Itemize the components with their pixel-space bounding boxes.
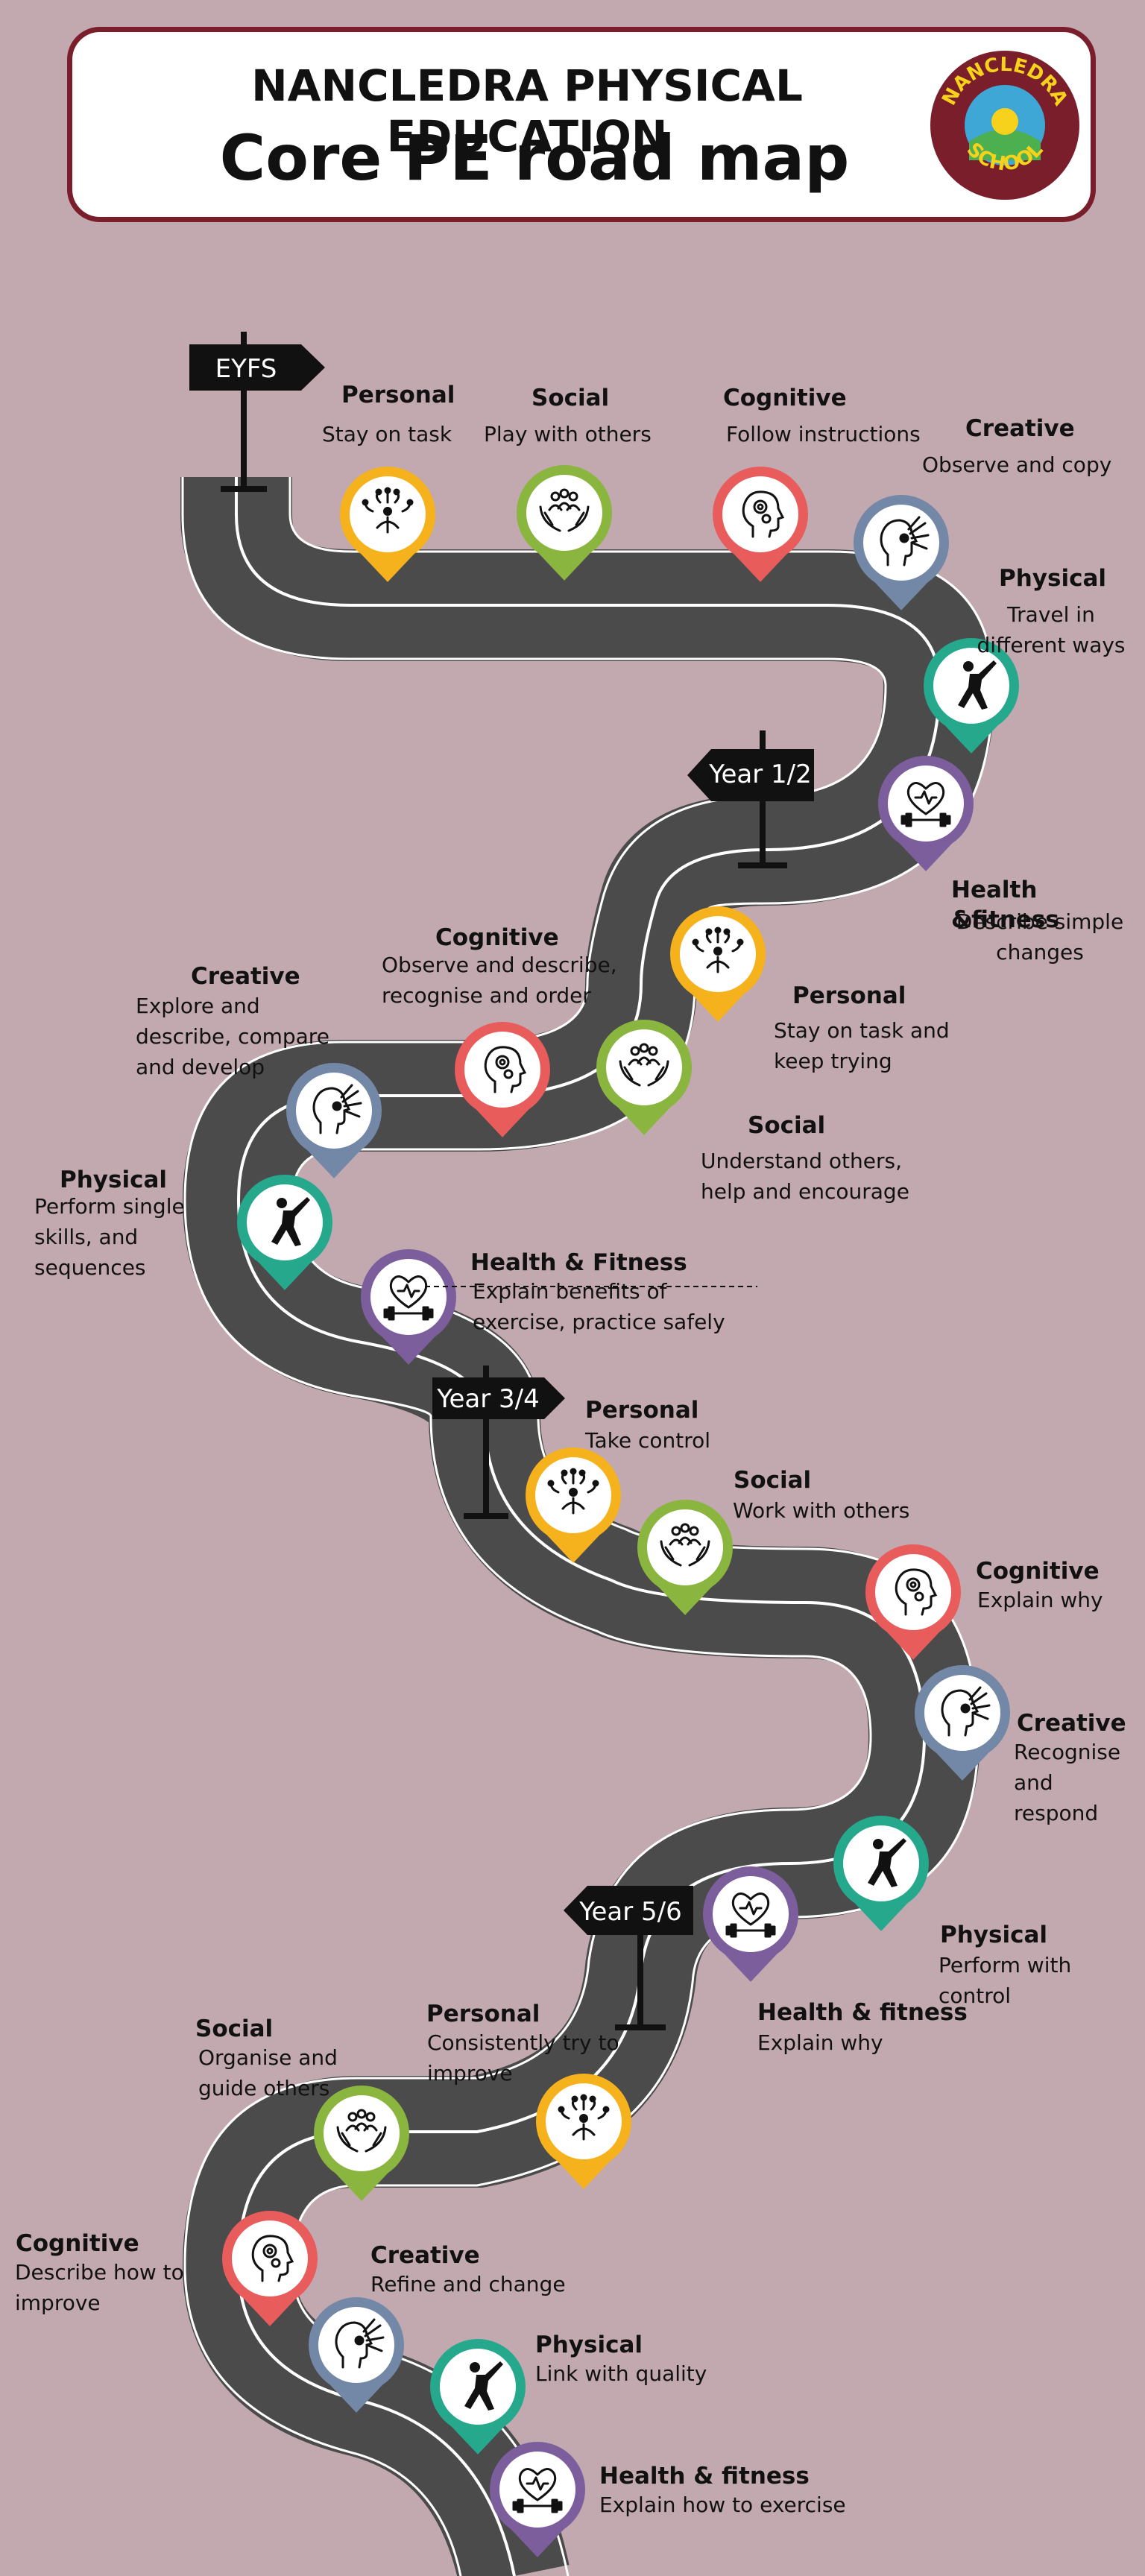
label-y56-personal: Personal xyxy=(426,2001,540,2027)
label-y34-personal: Personal xyxy=(585,1397,699,1424)
label-y12-physical-desc: Perform single skills, and sequences xyxy=(34,1194,185,1280)
label-y56-physical-desc: Link with quality xyxy=(535,2361,707,2386)
pin-y56-physical xyxy=(430,2339,526,2455)
sign-year-1-2-text: Year 1/2 xyxy=(708,760,812,789)
pin-y34-cognitive xyxy=(865,1544,961,1660)
label-y56-health-desc: Explain how to exercise xyxy=(599,2493,846,2517)
label-eyfs-personal: Personal xyxy=(341,382,455,408)
label-y12-health-desc: Explain benefits of exercise, practice s… xyxy=(473,1279,725,1334)
pin-y56-personal xyxy=(536,2074,631,2189)
pin-y56-social xyxy=(314,2086,409,2201)
pin-y34-creative xyxy=(915,1665,1010,1781)
pin-y12-physical xyxy=(237,1175,332,1290)
label-eyfs-creative-desc: Observe and copy xyxy=(922,452,1112,477)
label-y34-health: Health & fitness xyxy=(757,1999,968,2026)
pin-y34-social xyxy=(637,1500,733,1615)
pin-eyfs-social xyxy=(517,465,612,581)
label-y56-personal-desc: Consistently try to improve xyxy=(427,2030,619,2086)
sign-year-5-6: Year 5/6 xyxy=(564,1886,693,2030)
label-y34-physical-desc: Perform with control xyxy=(939,1953,1072,2008)
pin-y56-creative xyxy=(309,2297,404,2413)
pin-y12-health xyxy=(361,1249,456,1365)
label-y12-social-desc: Understand others, help and encourage xyxy=(701,1149,909,1204)
pin-y56-cognitive xyxy=(222,2211,318,2326)
label-y56-social-desc: Organise and guide others xyxy=(198,2045,338,2100)
sign-eyfs: EYFS xyxy=(189,332,325,492)
label-eyfs-cognitive: Cognitive xyxy=(723,385,847,411)
label-eyfs-creative: Creative xyxy=(965,415,1075,442)
page-title: NANCLEDRA PHYSICAL EDUCATION xyxy=(251,60,803,162)
pin-y34-physical xyxy=(833,1816,929,1931)
label-y34-health-desc: Explain why xyxy=(757,2030,883,2055)
sign-year-1-2: Year 1/2 xyxy=(687,730,814,868)
label-y12-physical: Physical xyxy=(60,1167,167,1193)
sign-eyfs-text: EYFS xyxy=(215,354,277,384)
label-y12-creative: Creative xyxy=(191,963,300,990)
label-eyfs-social: Social xyxy=(532,385,610,411)
label-y34-personal-desc: Take control xyxy=(585,1428,711,1453)
label-eyfs-social-desc: Play with others xyxy=(484,422,652,446)
label-y34-cognitive-desc: Explain why xyxy=(977,1588,1103,1612)
header-banner: NANCLEDRA PHYSICAL EDUCATION Core PE roa… xyxy=(67,27,1096,222)
pin-y12-social xyxy=(596,1020,692,1135)
label-y34-creative-desc: Recognise and respond xyxy=(1014,1740,1121,1825)
pin-y34-health xyxy=(703,1866,798,1982)
page-subtitle: Core PE road map xyxy=(219,121,850,195)
label-y56-cognitive-desc: Describe how to improve xyxy=(15,2260,184,2315)
pin-eyfs-personal xyxy=(340,467,435,582)
pin-y34-personal xyxy=(526,1448,621,1563)
label-y56-creative: Creative xyxy=(370,2242,480,2269)
label-y12-personal: Personal xyxy=(792,982,906,1009)
pin-eyfs-creative xyxy=(854,495,949,610)
label-y56-social: Social xyxy=(195,2015,274,2042)
label-eyfs-physical-desc: Travel in different ways xyxy=(977,602,1126,657)
pin-eyfs-physical xyxy=(924,638,1019,754)
pin-y56-health xyxy=(490,2442,585,2557)
label-y34-social: Social xyxy=(734,1467,812,1494)
pin-y12-personal xyxy=(670,906,766,1022)
label-eyfs-health-desc: Describe simple changes xyxy=(956,909,1124,965)
pin-eyfs-health xyxy=(878,756,974,871)
label-eyfs-personal-desc: Stay on task xyxy=(322,422,452,446)
label-eyfs-physical: Physical xyxy=(999,565,1106,592)
label-y34-cognitive: Cognitive xyxy=(976,1558,1100,1585)
label-y12-cognitive: Cognitive xyxy=(435,924,559,951)
pin-y12-creative xyxy=(286,1063,382,1178)
sign-year-5-6-text: Year 5/6 xyxy=(578,1897,682,1927)
label-y34-physical: Physical xyxy=(940,1922,1047,1948)
label-y34-social-desc: Work with others xyxy=(733,1498,910,1523)
label-y56-physical: Physical xyxy=(535,2332,643,2358)
label-y12-creative-desc: Explore and describe, compare and develo… xyxy=(136,994,329,1079)
pin-y12-cognitive xyxy=(455,1022,550,1137)
label-eyfs-health: Health &fitness xyxy=(951,877,1059,933)
label-y12-cognitive-desc: Observe and describe, recognise and orde… xyxy=(382,953,617,1008)
sign-year-3-4-text: Year 3/4 xyxy=(436,1384,540,1414)
label-y12-personal-desc: Stay on task and keep trying xyxy=(774,1018,950,1073)
sign-year-3-4: Year 3/4 xyxy=(432,1366,565,1519)
pin-eyfs-cognitive xyxy=(713,467,808,582)
label-y56-health: Health & fitness xyxy=(599,2463,810,2490)
label-y12-health: Health & Fitness xyxy=(470,1249,687,1276)
label-y12-social: Social xyxy=(748,1112,826,1139)
school-logo: NANCLEDRA SCHOOL xyxy=(930,51,1079,200)
label-y34-creative: Creative xyxy=(1017,1710,1126,1737)
label-y56-creative-desc: Refine and change xyxy=(370,2272,566,2296)
label-eyfs-cognitive-desc: Follow instructions xyxy=(726,422,921,446)
label-y56-cognitive: Cognitive xyxy=(16,2230,139,2257)
